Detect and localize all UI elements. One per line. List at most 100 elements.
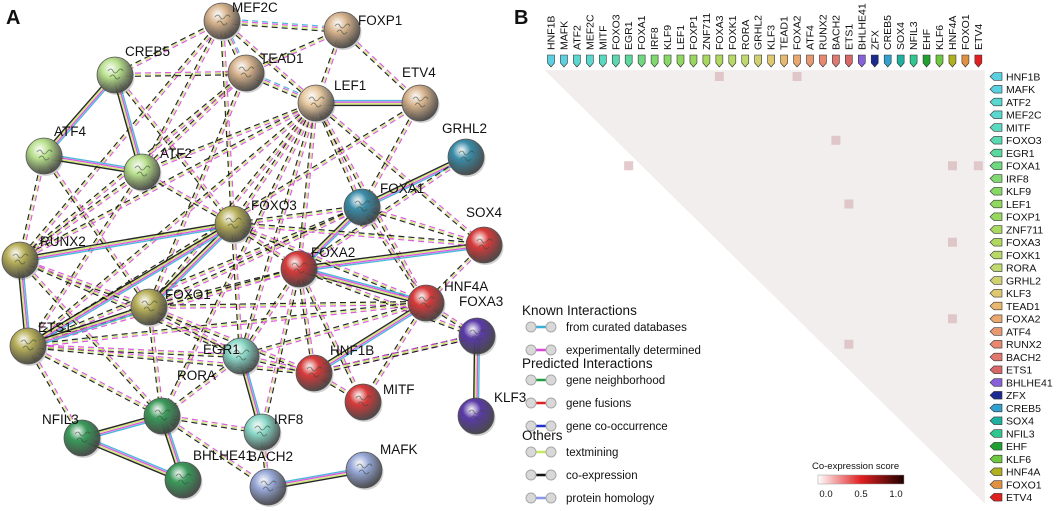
svg-text:GRHL2: GRHL2 — [1006, 275, 1041, 287]
row-marker-foxo1 — [989, 480, 1003, 489]
edge-creb5-tead1 — [114, 70, 247, 78]
column-marker-klf9 — [663, 54, 672, 68]
node-ets1[interactable]: ETS1 — [9, 320, 72, 366]
edge-sox4-foxo3 — [232, 221, 485, 248]
node-hnf1b[interactable]: HNF1B — [295, 343, 374, 393]
svg-text:FOXA2: FOXA2 — [792, 15, 804, 50]
column-label-znf711: ZNF711 — [701, 13, 713, 68]
edge-atf2-runx2 — [18, 170, 144, 262]
column-label-klf9: KLF9 — [662, 25, 674, 68]
node-foxo3[interactable]: FOXO3 — [214, 198, 297, 244]
node-lef1[interactable]: LEF1 — [297, 78, 366, 123]
node-label-mafk: MAFK — [380, 442, 418, 457]
node-rora[interactable]: RORA — [143, 368, 216, 436]
edge-hnf4a-ets1 — [27, 300, 427, 349]
node-mitf[interactable]: MITF — [344, 382, 415, 422]
row-label-rora: RORA — [989, 263, 1036, 275]
coexpression-cells — [624, 72, 983, 349]
node-foxa2[interactable]: FOXA2 — [280, 245, 355, 289]
svg-text:BHLHE41: BHLHE41 — [1006, 377, 1053, 389]
node-irf8[interactable]: IRF8 — [243, 412, 303, 452]
node-foxp1[interactable]: FOXP1 — [323, 11, 402, 50]
node-creb5[interactable]: CREB5 — [96, 44, 170, 95]
node-foxa3[interactable]: FOXA3 — [458, 294, 503, 356]
row-label-foxa1: FOXA1 — [989, 161, 1041, 173]
node-foxo1[interactable]: FOXO1 — [130, 287, 211, 327]
node-egr1[interactable]: EGR1 — [203, 337, 261, 376]
row-marker-runx2 — [989, 340, 1003, 349]
legend-predicted-title: Predicted Interactions — [522, 356, 653, 371]
column-label-irf8: IRF8 — [649, 27, 661, 68]
column-marker-zfx — [870, 54, 879, 68]
node-hnf4a[interactable]: HNF4A — [407, 279, 488, 323]
legend-known-from-curated-databases: from curated databases — [525, 321, 687, 334]
edge-foxo3-egr1 — [230, 223, 244, 357]
row-labels: HNF1BMAFKATF2MEF2CMITFFOXO3EGR1FOXA1IRF8… — [989, 71, 1053, 504]
row-marker-foxa1 — [989, 161, 1003, 170]
node-atf2[interactable]: ATF2 — [123, 146, 192, 192]
node-sox4[interactable]: SOX4 — [465, 205, 504, 265]
row-marker-foxa3 — [989, 238, 1003, 247]
column-marker-atf2 — [573, 54, 581, 68]
svg-text:ATF4: ATF4 — [1006, 326, 1031, 338]
node-label-klf3: KLF3 — [494, 390, 526, 405]
svg-text:FOXK1: FOXK1 — [1006, 250, 1041, 262]
column-marker-rora — [741, 54, 750, 68]
node-bhlhe41[interactable]: BHLHE41 — [164, 448, 253, 500]
svg-text:FOXO3: FOXO3 — [610, 14, 622, 50]
row-marker-creb5 — [989, 403, 1003, 413]
node-etv4[interactable]: ETV4 — [401, 65, 440, 123]
column-marker-lef1 — [676, 54, 685, 68]
svg-text:SOX4: SOX4 — [1006, 416, 1034, 428]
svg-text:MITF: MITF — [1006, 122, 1031, 134]
row-marker-ehf — [989, 442, 1003, 451]
svg-text:ETS1: ETS1 — [843, 24, 855, 50]
edge-hnf1b-foxa3 — [313, 333, 478, 376]
legend-others-label: co-expression — [566, 470, 638, 482]
svg-text:BACH2: BACH2 — [1006, 352, 1041, 364]
node-grhl2[interactable]: GRHL2 — [442, 121, 487, 177]
svg-text:ZFX: ZFX — [869, 30, 881, 50]
node-label-tead1: TEAD1 — [260, 51, 304, 66]
column-label-tead1: TEAD1 — [779, 16, 791, 68]
node-mafk[interactable]: MAFK — [345, 442, 418, 490]
svg-text:BACH2: BACH2 — [830, 15, 842, 50]
edge-foxp1-tead1 — [245, 27, 343, 76]
svg-text:EGR1: EGR1 — [623, 21, 635, 50]
edge-lef1-ets1 — [26, 101, 318, 348]
node-nfil3[interactable]: NFIL3 — [42, 412, 102, 458]
column-label-foxa1: FOXA1 — [636, 15, 648, 68]
svg-text:CREB5: CREB5 — [1006, 403, 1041, 415]
coexpression-cell-foxa1-etv4 — [973, 161, 983, 171]
legend-known-title: Known Interactions — [522, 303, 637, 318]
svg-text:EHF: EHF — [921, 29, 933, 50]
colorbar-title: Co-expression score — [812, 461, 899, 472]
node-mef2c[interactable]: MEF2C — [203, 0, 278, 41]
svg-text:RUNX2: RUNX2 — [1006, 339, 1042, 351]
row-label-zfx: ZFX — [989, 390, 1026, 402]
svg-text:ETV4: ETV4 — [1006, 492, 1032, 504]
row-label-foxa2: FOXA2 — [989, 314, 1041, 326]
column-label-ehf: EHF — [921, 29, 933, 68]
edge-hnf4a-egr1 — [240, 300, 427, 359]
node-atf4[interactable]: ATF4 — [25, 124, 86, 176]
svg-text:KLF9: KLF9 — [1006, 186, 1031, 198]
column-label-etv4: ETV4 — [973, 24, 985, 68]
node-tead1[interactable]: TEAD1 — [227, 51, 304, 93]
column-label-foxp1: FOXP1 — [688, 15, 700, 68]
node-klf3[interactable]: KLF3 — [457, 390, 526, 436]
node-runx2[interactable]: RUNX2 — [1, 234, 86, 280]
edge-tead1-foxo1 — [146, 72, 249, 308]
svg-text:TEAD1: TEAD1 — [1006, 301, 1040, 313]
column-marker-irf8 — [650, 54, 659, 68]
column-marker-mef2c — [586, 54, 594, 68]
svg-text:LEF1: LEF1 — [1006, 199, 1031, 211]
edge-hnf4a-hnf1b — [312, 300, 428, 376]
edge-atf2-ets1 — [26, 170, 144, 348]
node-foxa1[interactable]: FOXA1 — [343, 181, 424, 227]
node-bach2[interactable]: BACH2 — [248, 449, 293, 507]
column-label-hnf4a: HNF4A — [947, 16, 959, 68]
